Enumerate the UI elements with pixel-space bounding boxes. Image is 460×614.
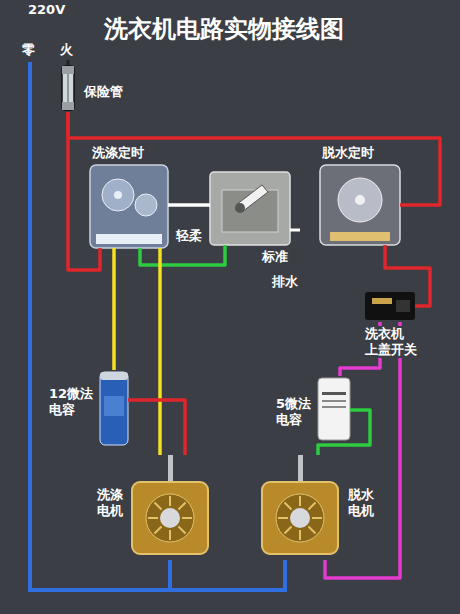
component: 12微法 电容 bbox=[100, 370, 128, 445]
neutral-wire bbox=[30, 62, 285, 590]
winding-stroke bbox=[284, 526, 291, 533]
winding-stroke bbox=[278, 517, 288, 519]
winding-stroke bbox=[169, 496, 171, 506]
wire bbox=[158, 248, 162, 455]
wash-motor bbox=[132, 455, 208, 554]
component-label: 洗涤 电机 bbox=[95, 487, 125, 519]
wire-label: 火 bbox=[58, 42, 75, 58]
winding-stroke bbox=[284, 502, 291, 509]
spin-motor bbox=[262, 455, 338, 554]
wire-label: 轻柔 bbox=[174, 228, 204, 244]
winding-stroke bbox=[178, 502, 185, 509]
component: 5微法 电容 bbox=[318, 376, 350, 440]
live-wire bbox=[67, 60, 70, 66]
component-label: 保险管 bbox=[82, 84, 125, 100]
motor-windings bbox=[148, 496, 322, 540]
component: 标准 bbox=[210, 172, 290, 245]
wire bbox=[385, 245, 430, 306]
component: 洗衣机 上盖开关 bbox=[365, 290, 415, 322]
component: 脱水定时 bbox=[320, 165, 400, 245]
winding-stroke bbox=[299, 530, 301, 540]
winding-stroke bbox=[148, 517, 158, 519]
diagram-title: 洗衣机电路实物接线图 bbox=[100, 14, 348, 44]
component-label: 脱水定时 bbox=[320, 145, 376, 161]
wire bbox=[112, 248, 116, 370]
component-label: 洗衣机 上盖开关 bbox=[363, 326, 419, 358]
component: 脱水 电机 bbox=[260, 455, 340, 560]
capacitor-5uf bbox=[318, 378, 350, 440]
lid-switch bbox=[365, 292, 415, 320]
capacitor-12uf bbox=[100, 372, 128, 445]
winding-stroke bbox=[312, 517, 322, 519]
winding-stroke bbox=[308, 526, 315, 533]
component-label: 5微法 电容 bbox=[274, 396, 313, 428]
component: 洗涤 电机 bbox=[130, 455, 210, 560]
winding-stroke bbox=[308, 502, 315, 509]
winding-stroke bbox=[169, 530, 171, 540]
winding-stroke bbox=[154, 502, 161, 509]
component-label: 标准 bbox=[260, 249, 290, 265]
wire-label: 零 bbox=[20, 42, 37, 58]
component-label: 脱水 电机 bbox=[346, 487, 376, 519]
component: 洗涤定时 bbox=[90, 165, 168, 248]
component-label: 洗涤定时 bbox=[90, 145, 146, 161]
winding-stroke bbox=[178, 526, 185, 533]
wire bbox=[318, 410, 370, 455]
wire bbox=[68, 112, 440, 205]
wire bbox=[140, 245, 225, 265]
wire bbox=[168, 203, 210, 207]
winding-stroke bbox=[299, 496, 301, 506]
wire bbox=[325, 322, 400, 578]
wire bbox=[128, 400, 185, 455]
spin-timer bbox=[320, 165, 400, 245]
component: 保险管 bbox=[60, 64, 76, 112]
wire bbox=[68, 112, 100, 270]
winding-stroke bbox=[182, 517, 192, 519]
wash-timer bbox=[90, 165, 168, 248]
component-label: 12微法 电容 bbox=[47, 386, 95, 418]
fuse-symbol bbox=[62, 66, 74, 110]
wire-label: 220V bbox=[26, 2, 67, 18]
winding-stroke bbox=[154, 526, 161, 533]
wire-label: 排水 bbox=[270, 274, 300, 290]
selector-switch bbox=[210, 172, 300, 245]
